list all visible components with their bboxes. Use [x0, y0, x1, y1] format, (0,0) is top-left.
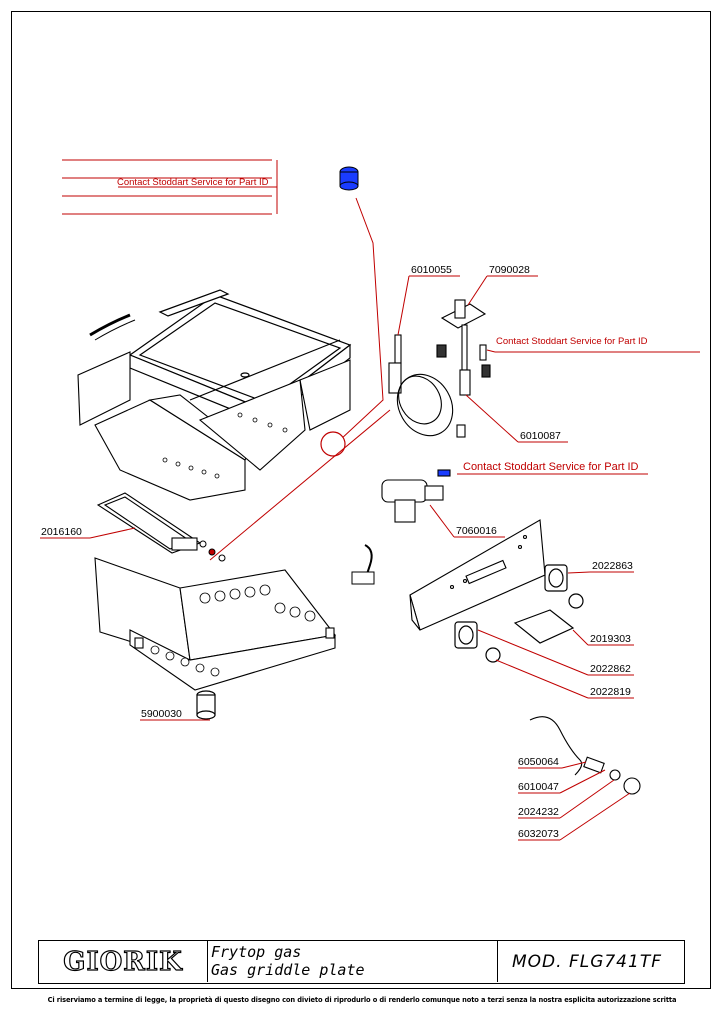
logo-text: GIORIK: [63, 946, 183, 977]
base-chassis: [94, 557, 336, 691]
part-label-2022862: 2022862: [590, 663, 631, 675]
gas-tube: [351, 544, 375, 585]
circled-detail: [320, 431, 346, 457]
part-label-7060016: 7060016: [456, 525, 497, 537]
callout-contact-top: Contact Stoddart Service for Part ID: [117, 177, 269, 188]
reference-lines: [62, 159, 278, 215]
gas-valve-7060016: [381, 469, 451, 523]
part-label-6032073: 6032073: [518, 828, 559, 840]
callout-contact-mid: Contact Stoddart Service for Part ID: [496, 336, 648, 347]
title-description: Frytop gas Gas griddle plate: [211, 943, 496, 983]
part-label-2016160: 2016160: [41, 526, 82, 538]
part-label-2019303: 2019303: [590, 633, 631, 645]
part-label-2022819: 2022819: [590, 686, 631, 698]
part-label-6050064: 6050064: [518, 756, 559, 768]
desc-line-2: Gas griddle plate: [211, 961, 365, 979]
ignition-parts: [529, 716, 641, 795]
part-label-5900030: 5900030: [141, 708, 182, 720]
pilot-burner-7090028: [436, 299, 491, 396]
firebox: [77, 351, 351, 501]
copyright-footer: Ci riserviamo a termine di legge, la pro…: [47, 995, 677, 1004]
part-label-2024232: 2024232: [518, 806, 559, 818]
leader-lines: [40, 275, 700, 841]
foot-5900030: [196, 690, 216, 720]
part-label-7090028: 7090028: [489, 264, 530, 276]
desc-line-1: Frytop gas: [211, 943, 302, 961]
part-label-6010055: 6010055: [411, 264, 452, 276]
part-label-2022863: 2022863: [592, 560, 633, 572]
blue-cap-part: [339, 166, 359, 191]
callout-contact-lower: Contact Stoddart Service for Part ID: [463, 461, 639, 473]
part-label-6010047: 6010047: [518, 781, 559, 793]
part-label-6010087: 6010087: [520, 430, 561, 442]
drawing-frame: [11, 11, 711, 989]
giorik-logo: GIORIK: [39, 941, 208, 982]
knob-bezels: [454, 564, 584, 663]
thermocouple-6010055: [388, 334, 466, 438]
burner-2016160: [96, 492, 202, 554]
title-block: GIORIK Frytop gas Gas griddle plate MOD.…: [38, 940, 685, 984]
model-number: MOD. FLG741TF: [497, 941, 683, 982]
small-fittings: [199, 540, 226, 562]
